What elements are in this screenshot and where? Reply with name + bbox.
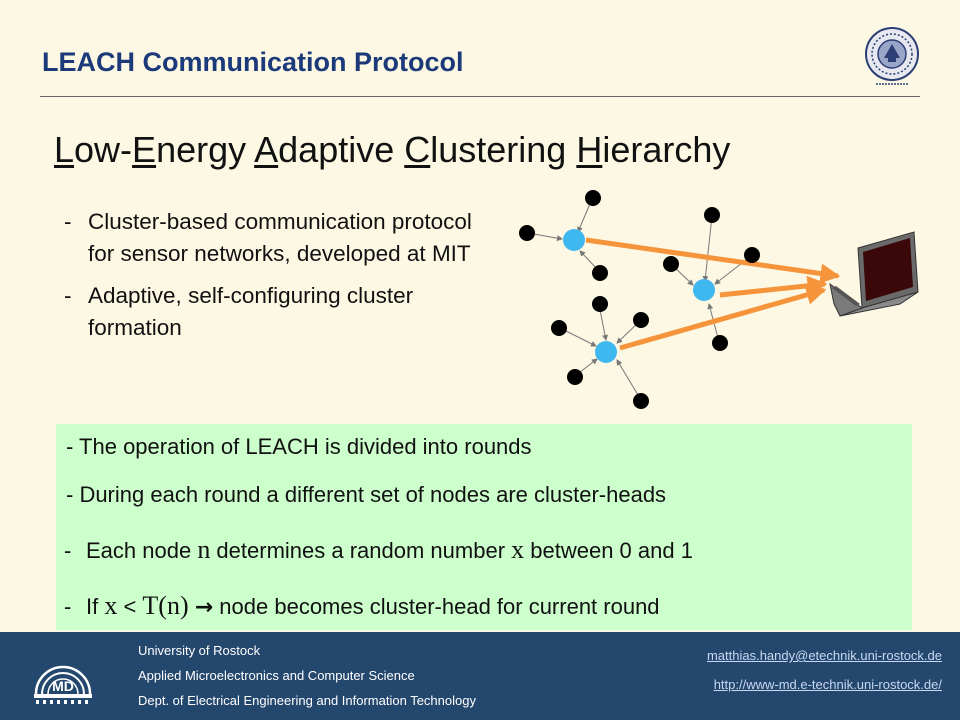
cluster-head-node	[693, 279, 715, 301]
variable-n: n	[197, 535, 211, 564]
sensor-node	[663, 256, 679, 272]
info-line: -Each node n determines a random number …	[64, 535, 693, 565]
operation-info-box: - The operation of LEACH is divided into…	[56, 424, 912, 630]
headline-word: lustering	[430, 129, 577, 170]
email-link[interactable]: matthias.handy@etechnik.uni-rostock.de	[706, 648, 942, 663]
head-to-sink-links	[585, 237, 841, 351]
arrow-icon: →	[194, 595, 214, 620]
laptop-icon	[829, 231, 919, 317]
headline-word: ow-	[74, 129, 133, 170]
sensor-node	[633, 393, 649, 409]
bullet-dash: -	[64, 209, 72, 234]
info-text: determines a random number	[210, 538, 512, 563]
org-line-university: University of Rostock	[138, 643, 261, 658]
sensor-node	[633, 312, 649, 328]
info-text: node becomes cluster-head for current ro…	[213, 594, 660, 619]
headline-word: nergy	[156, 129, 255, 170]
headline-initial: A	[254, 129, 279, 170]
sensor-node	[567, 369, 583, 385]
sensor-nodes	[519, 190, 760, 409]
sensor-node	[592, 265, 608, 281]
cluster-head-node	[595, 341, 617, 363]
info-line: - During each round a different set of n…	[66, 482, 667, 507]
headline-word: daptive	[278, 129, 405, 170]
variable-x: x	[104, 591, 118, 620]
bullet-item: - Cluster-based communication protocol f…	[64, 206, 484, 270]
headline-initial: L	[54, 129, 75, 170]
bullet-item: - Adaptive, self-configuring cluster for…	[64, 280, 484, 344]
headline-initial: C	[404, 129, 431, 170]
logo-text: MD	[52, 678, 74, 694]
sensor-node	[585, 190, 601, 206]
md-logo-icon: MD	[34, 665, 92, 704]
headline-word: ierarchy	[602, 129, 731, 170]
cluster-head-node	[563, 229, 585, 251]
bullet-list: - Cluster-based communication protocol f…	[64, 206, 484, 354]
org-line-chair: Applied Microelectronics and Computer Sc…	[138, 668, 415, 683]
info-dash: -	[64, 538, 72, 563]
slide-title: LEACH Communication Protocol	[42, 47, 464, 77]
info-text: <	[117, 594, 143, 619]
sensor-node	[712, 335, 728, 351]
bullet-text: Cluster-based communication protocol for…	[88, 209, 472, 266]
sensor-node	[592, 296, 608, 312]
sensor-node	[519, 225, 535, 241]
website-link[interactable]: http://www-md.e-technik.uni-rostock.de/	[713, 677, 942, 692]
cluster-network-diagram	[519, 190, 919, 409]
sensor-node	[551, 320, 567, 336]
info-line: - The operation of LEACH is divided into…	[66, 434, 532, 459]
headline-initial: E	[132, 129, 157, 170]
footer-bar: MD University of Rostock Applied Microel…	[0, 632, 960, 720]
member-links	[527, 198, 752, 401]
org-line-department: Dept. of Electrical Engineering and Info…	[138, 693, 476, 708]
university-seal-icon	[865, 27, 919, 85]
cluster-heads	[563, 229, 715, 363]
info-line: -If x < T(n) → node becomes cluster-head…	[64, 591, 660, 621]
headline: Low-Energy Adaptive Clustering Hierarchy	[54, 129, 730, 171]
info-text: If	[86, 594, 105, 619]
headline-initial: H	[576, 129, 603, 170]
info-text: Each node	[86, 538, 198, 563]
title-divider	[40, 96, 920, 97]
bullet-text: Adaptive, self-configuring cluster forma…	[88, 283, 414, 340]
sensor-node	[744, 247, 760, 263]
sensor-node	[704, 207, 720, 223]
variable-x: x	[511, 535, 525, 564]
info-text: between 0 and 1	[524, 538, 693, 563]
threshold-function: T(n)	[142, 591, 189, 620]
info-dash: -	[64, 594, 72, 619]
bullet-dash: -	[64, 283, 72, 308]
